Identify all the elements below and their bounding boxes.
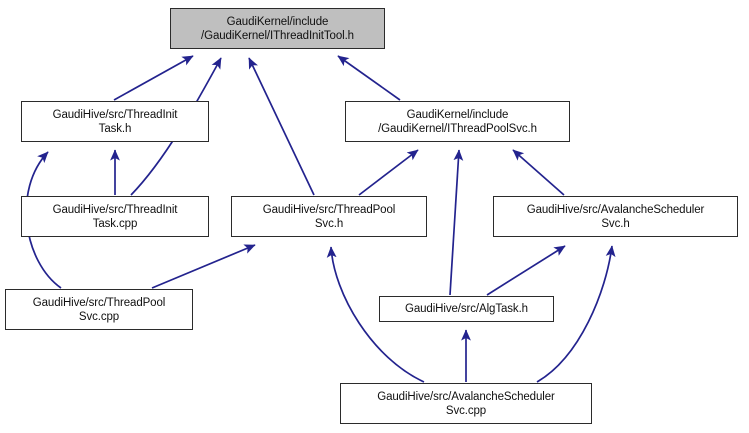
edge-avalanchescheduler-cpp-to-threadpoolsvc-h bbox=[326, 246, 425, 383]
edge-threadpoolsvc-h-to-ithreadinittool bbox=[248, 57, 315, 196]
edge-avalanchescheduler-h-to-ithreadpoolsvc bbox=[512, 149, 565, 196]
edge-threadpoolsvc-h-to-ithreadpoolsvc bbox=[358, 149, 419, 196]
edge-algtask-h-to-avalanchescheduler-h bbox=[486, 245, 566, 296]
edge-threadinittask-h-to-ithreadinittool bbox=[113, 55, 194, 101]
node-ithreadinittool-h[interactable]: GaudiKernel/include /GaudiKernel/IThread… bbox=[170, 8, 385, 49]
node-ithreadpoolsvc-h[interactable]: GaudiKernel/include /GaudiKernel/IThread… bbox=[345, 101, 570, 142]
node-avalanchescheduler-svc-h[interactable]: GaudiHive/src/AvalancheScheduler Svc.h bbox=[493, 196, 738, 237]
edge-ithreadpoolsvc-to-ithreadinittool bbox=[337, 55, 401, 101]
edge-avalanchescheduler-cpp-to-avalanchescheduler-h bbox=[536, 245, 616, 383]
edge-algtask-h-to-ithreadpoolsvc bbox=[449, 149, 464, 296]
node-algtask-h[interactable]: GaudiHive/src/AlgTask.h bbox=[379, 296, 554, 322]
node-threadinittask-cpp[interactable]: GaudiHive/src/ThreadInit Task.cpp bbox=[21, 196, 209, 237]
node-threadinittask-h[interactable]: GaudiHive/src/ThreadInit Task.h bbox=[21, 101, 209, 142]
node-threadpoolsvc-h[interactable]: GaudiHive/src/ThreadPool Svc.h bbox=[231, 196, 427, 237]
node-avalanchescheduler-svc-cpp[interactable]: GaudiHive/src/AvalancheScheduler Svc.cpp bbox=[340, 383, 592, 424]
node-threadpoolsvc-cpp[interactable]: GaudiHive/src/ThreadPool Svc.cpp bbox=[5, 289, 193, 330]
edge-threadpoolsvc-cpp-to-threadpoolsvc-h bbox=[151, 244, 256, 289]
